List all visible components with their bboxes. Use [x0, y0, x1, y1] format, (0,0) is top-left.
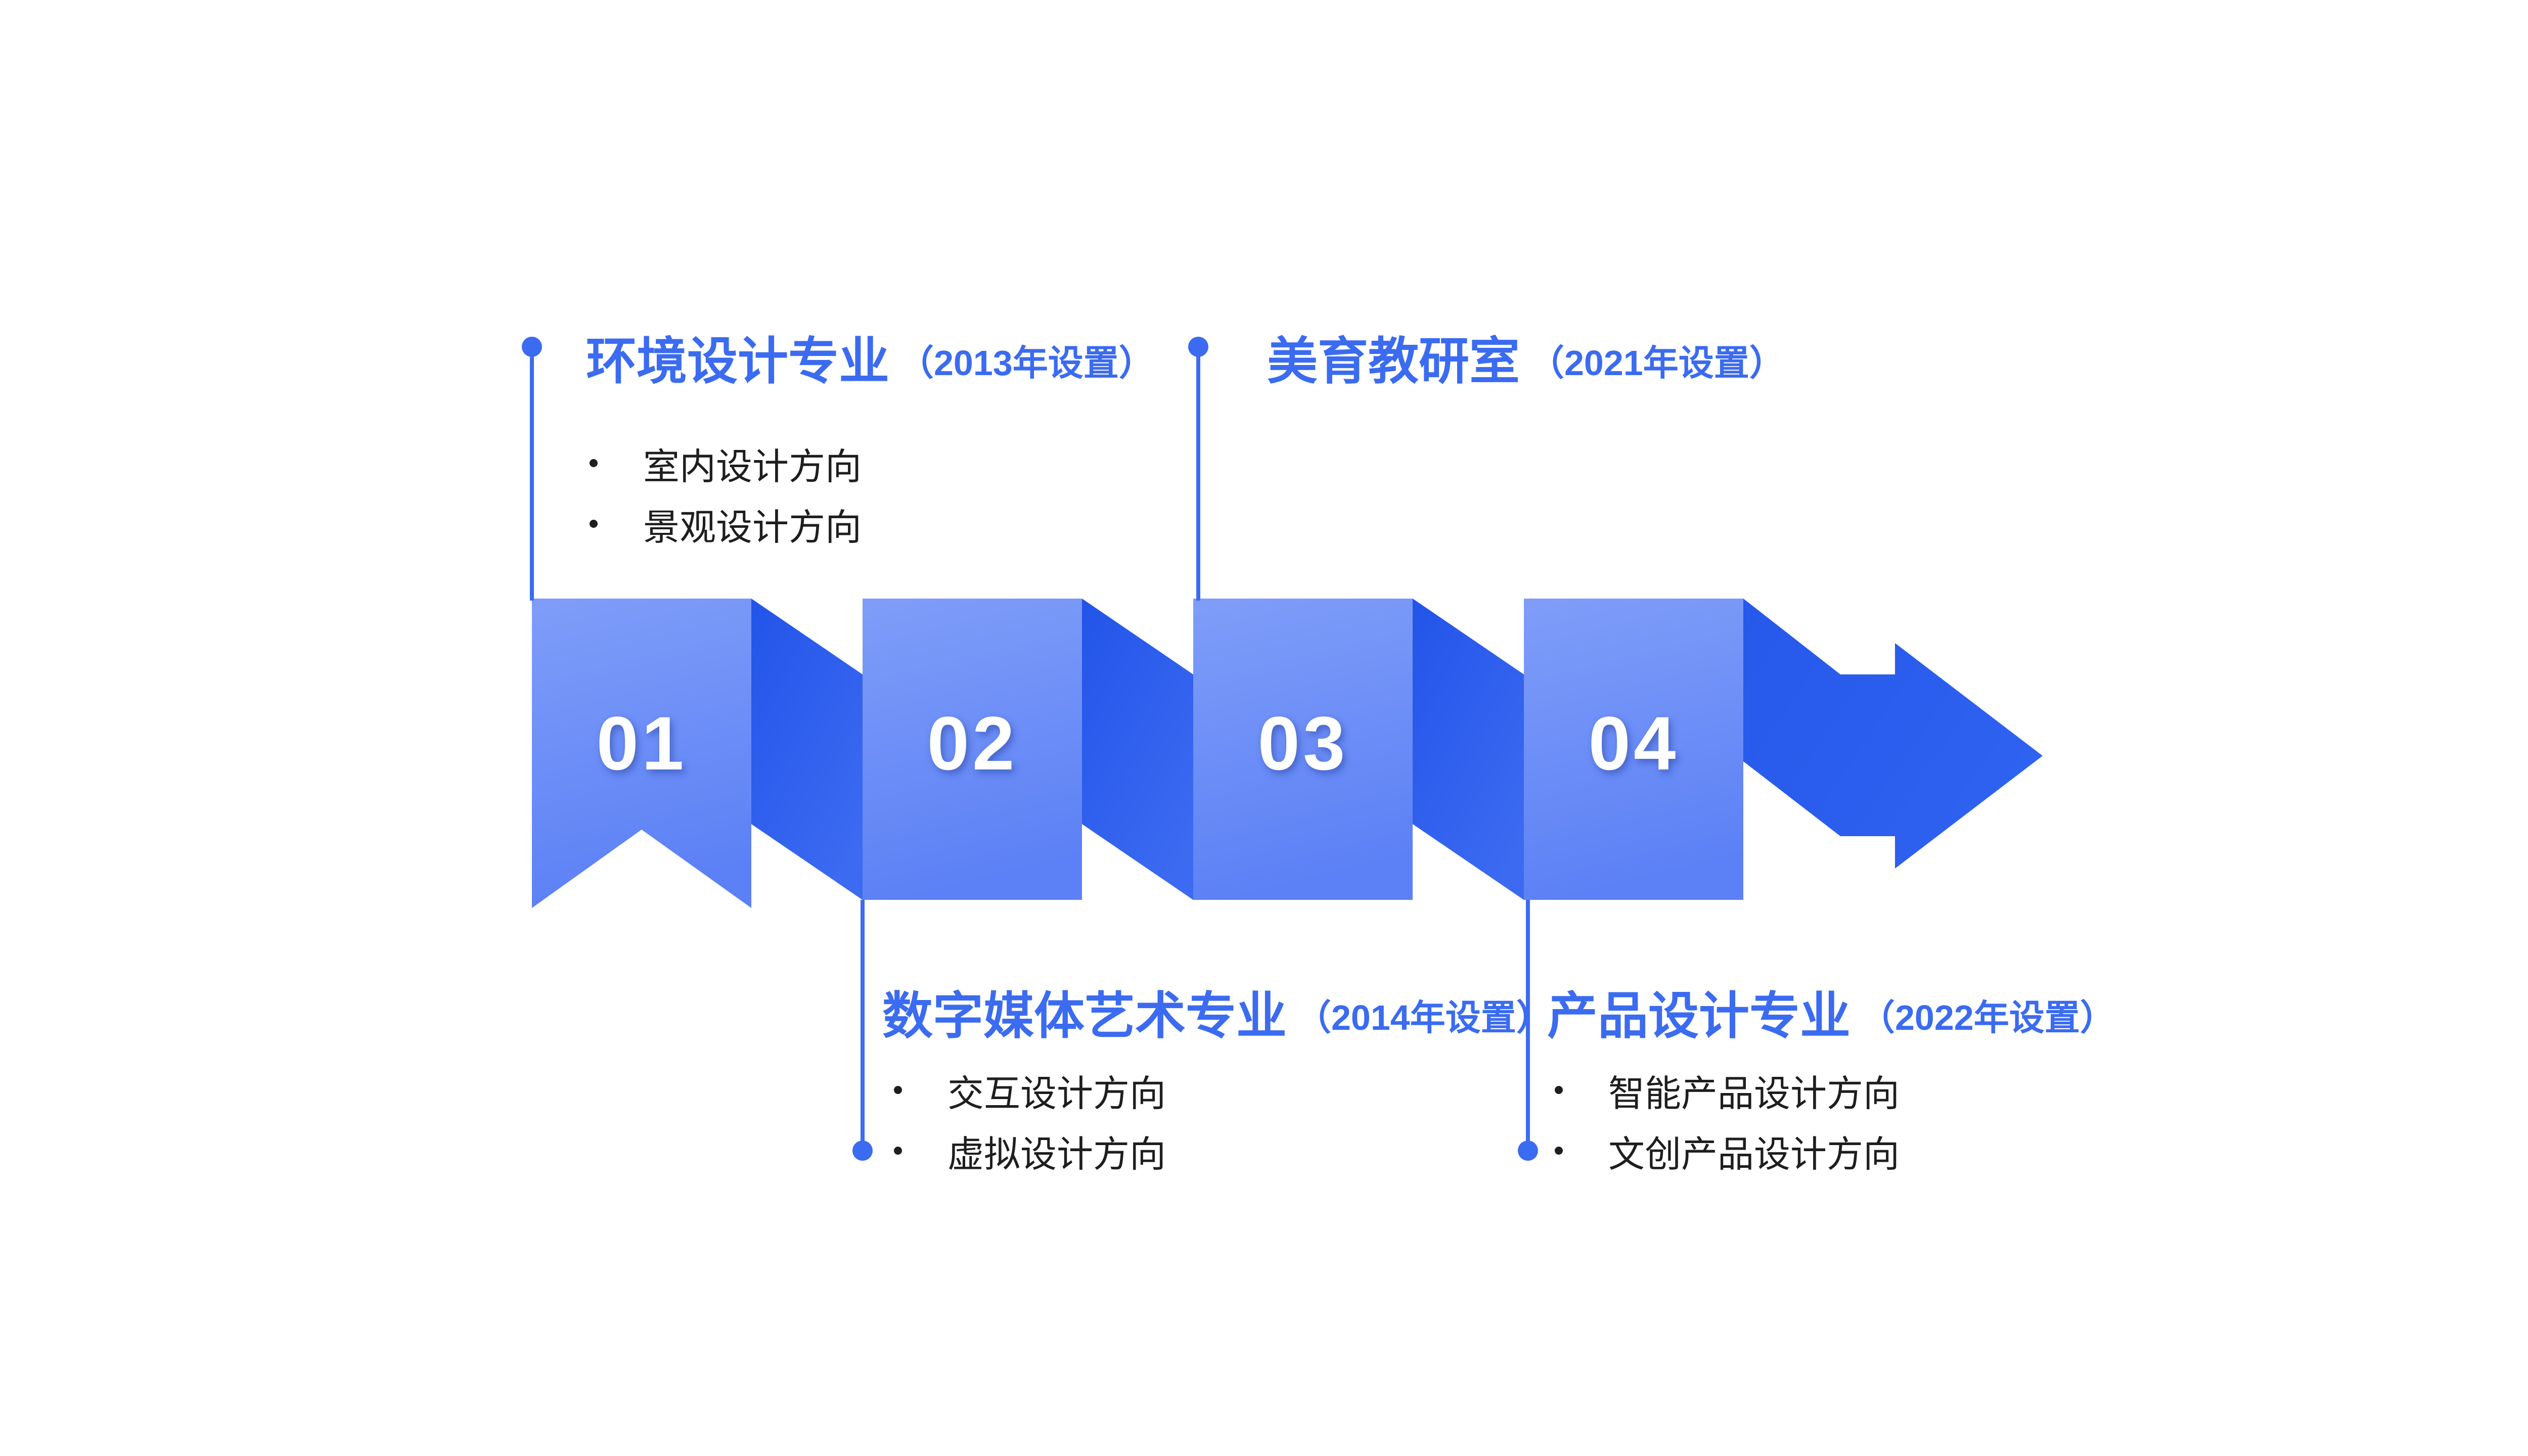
ribbon-panel-4	[1524, 599, 1743, 900]
ribbon-panel-3	[1193, 599, 1413, 900]
bullet-dot-icon	[590, 520, 598, 528]
step-number-4: 04	[1588, 701, 1679, 786]
section-title-row: 产品设计专业 （2022年设置）	[1547, 983, 2115, 1049]
step-number-1: 01	[596, 701, 687, 786]
ribbon-panel-1	[532, 599, 751, 908]
bullet-label: 文创产品设计方向	[1608, 1134, 1900, 1175]
timeline-dot-2	[1188, 337, 1208, 357]
bullet-dot-icon	[1555, 1086, 1563, 1094]
ribbon-fold-2	[1082, 599, 1193, 900]
ribbon-fold-3	[1413, 599, 1524, 900]
bullet-label: 交互设计方向	[947, 1073, 1166, 1114]
bullet-label: 景观设计方向	[643, 507, 862, 548]
timeline-dot-3	[852, 1141, 873, 1161]
bullet-label: 室内设计方向	[643, 446, 862, 487]
section-title-row: 环境设计专业 （2013年设置）	[586, 329, 1154, 394]
bullet-item: 智能产品设计方向	[1555, 1060, 1900, 1120]
bullet-label: 智能产品设计方向	[1608, 1073, 1900, 1114]
bullet-dot-icon	[894, 1086, 902, 1094]
section-title: 数字媒体艺术专业	[882, 988, 1287, 1044]
bullet-dot-icon	[590, 459, 598, 467]
section-product-design-bullets: 智能产品设计方向 文创产品设计方向	[1555, 1060, 1900, 1181]
bullet-item: 交互设计方向	[894, 1060, 1166, 1120]
bullet-dot-icon	[1555, 1147, 1563, 1155]
section-year: （2013年设置）	[898, 343, 1154, 383]
step-number-3: 03	[1257, 701, 1348, 786]
connector-line-1	[530, 347, 534, 601]
timeline-dot-4	[1518, 1141, 1538, 1161]
connector-line-4	[1526, 900, 1530, 1151]
section-title-row: 数字媒体艺术专业 （2014年设置）	[882, 983, 1552, 1049]
section-digital-media: 数字媒体艺术专业 （2014年设置）	[882, 983, 1552, 1049]
section-year: （2022年设置）	[1860, 998, 2115, 1037]
section-title: 美育教研室	[1267, 333, 1520, 390]
section-title-row: 美育教研室 （2021年设置）	[1267, 329, 1785, 394]
connector-line-2	[1196, 347, 1200, 601]
bullet-label: 虚拟设计方向	[947, 1134, 1166, 1175]
timeline-dot-1	[522, 337, 542, 357]
connector-line-3	[861, 900, 865, 1151]
section-environment-design: 环境设计专业 （2013年设置）	[586, 329, 1154, 394]
ribbon-fold-1	[751, 599, 863, 900]
arrow-right-icon	[1743, 599, 2043, 869]
ribbon-panel-2	[863, 599, 1082, 900]
section-digital-media-bullets: 交互设计方向 虚拟设计方向	[894, 1060, 1166, 1181]
section-product-design: 产品设计专业 （2022年设置）	[1547, 983, 2115, 1049]
step-number-2: 02	[927, 701, 1018, 786]
section-year: （2014年设置）	[1296, 998, 1552, 1037]
bullet-item: 文创产品设计方向	[1555, 1120, 1900, 1181]
section-title: 产品设计专业	[1547, 988, 1850, 1044]
section-environment-bullets: 室内设计方向 景观设计方向	[590, 433, 862, 554]
bullet-dot-icon	[894, 1147, 902, 1155]
section-year: （2021年设置）	[1529, 343, 1785, 383]
section-aesthetic-education: 美育教研室 （2021年设置）	[1267, 329, 1785, 394]
bullet-item: 虚拟设计方向	[894, 1120, 1166, 1181]
bullet-item: 景观设计方向	[590, 493, 862, 554]
section-title: 环境设计专业	[586, 333, 889, 390]
bullet-item: 室内设计方向	[590, 433, 862, 493]
